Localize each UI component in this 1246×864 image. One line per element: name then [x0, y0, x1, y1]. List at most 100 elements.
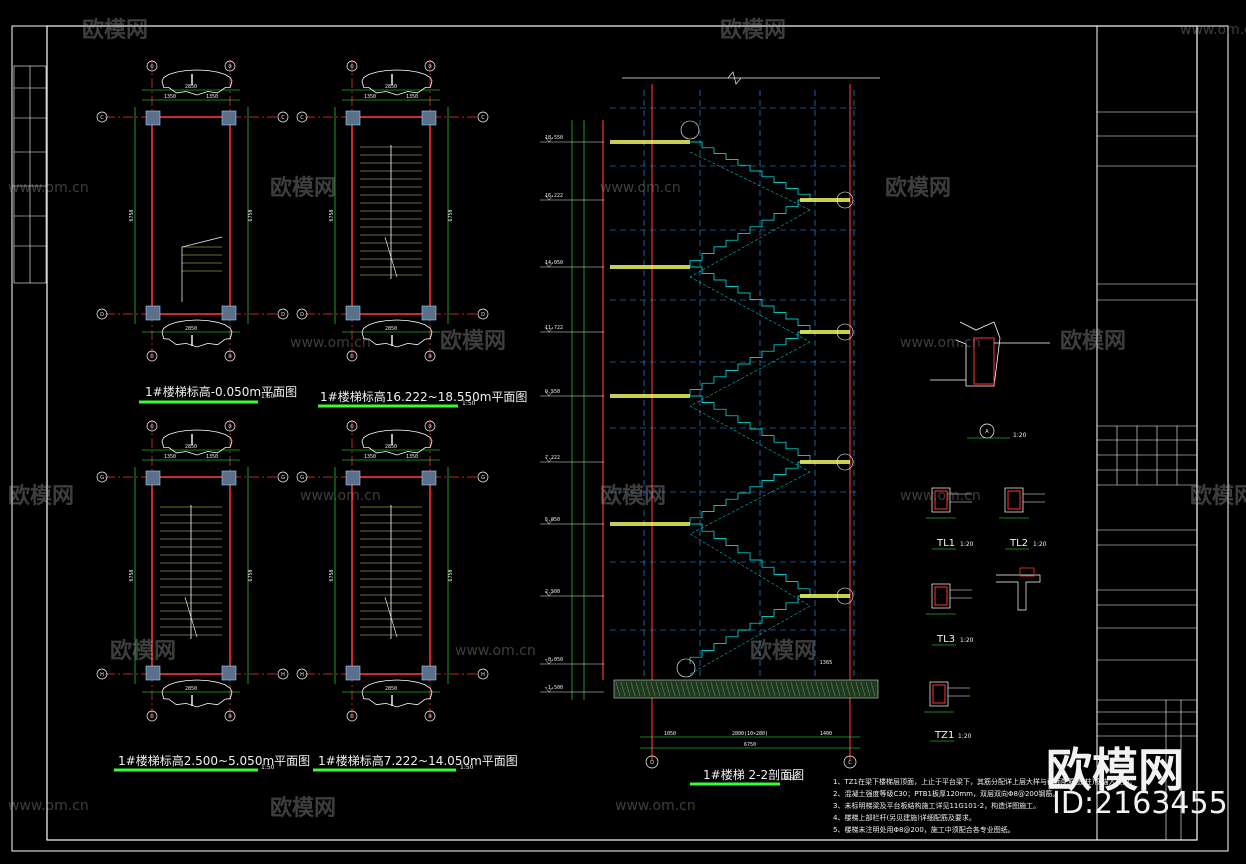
plan-4-scale: 1:50: [460, 764, 474, 771]
detail-scale: 1:20: [960, 541, 974, 548]
level-marker: [544, 658, 554, 665]
axis-bubble-label: H: [100, 672, 104, 678]
plan-1-title: 1#楼梯标高-0.050m平面图: [145, 384, 297, 399]
level-text: 9.550: [545, 389, 560, 395]
dimension-text: 2850: [185, 326, 197, 332]
plan-4-title: 1#楼梯标高7.222~14.050m平面图: [318, 753, 518, 768]
ground-fill: [613, 679, 879, 699]
axis-bubble: [224, 710, 236, 722]
stair-soffit: [689, 276, 811, 343]
ground-hatch: [770, 681, 776, 697]
ground-hatch: [675, 681, 681, 697]
dimension-text: 1350: [206, 94, 218, 100]
ground-hatch: [825, 681, 831, 697]
level-marker: [544, 590, 554, 597]
axis-bubble-label: G: [481, 475, 485, 481]
title-block: [1097, 111, 1197, 840]
step-detail-rebar: [1019, 567, 1035, 577]
axis-bubble: [424, 60, 436, 72]
ground-hatch: [670, 681, 676, 697]
dimension-text: 2850: [185, 686, 197, 692]
axis-bubble-label: H: [481, 672, 485, 678]
axis-bubble: [424, 420, 436, 432]
revision-cloud: [361, 679, 433, 708]
axis-bubble-label: D: [481, 312, 485, 318]
axis-bubble-label: G: [300, 475, 304, 481]
dimension-text: 6750: [329, 569, 335, 581]
dimension-text: 2850: [185, 444, 197, 450]
revision-cloud: [361, 429, 433, 456]
revision-cloud: [161, 69, 233, 96]
note-3: 3、未标明梯梁及平台板结构施工详见11G101-2，构造详图施工。: [833, 801, 1040, 810]
ground-hatch: [785, 681, 791, 697]
axis-bubble-label: D: [100, 312, 104, 318]
landing-slab: [800, 460, 850, 464]
beam-rebar: [934, 586, 948, 606]
drawing-border: [11, 25, 1229, 852]
axis-bubble-label: ③: [228, 64, 232, 70]
level-text: 7.222: [545, 455, 560, 461]
section-scale: 1:50: [784, 775, 798, 782]
stair-soffit: [689, 533, 811, 607]
stair-flight: [689, 331, 810, 396]
ground-hatch: [805, 681, 811, 697]
dimension-text: 2850: [385, 84, 397, 90]
structural-column: [145, 665, 161, 681]
ground-hatch: [815, 681, 821, 697]
level-text: 11.722: [545, 325, 563, 331]
dimension-text: 2850: [385, 326, 397, 332]
ground-hatch: [640, 681, 646, 697]
structural-column: [345, 470, 361, 486]
ground-hatch: [850, 681, 856, 697]
plan-2-scale: 1:50: [462, 400, 476, 407]
axis-bubble-label: ③: [428, 714, 432, 720]
beam-section: [931, 583, 951, 609]
level-text: 2.500: [545, 589, 560, 595]
structural-column: [421, 305, 437, 321]
ground-hatch: [860, 681, 866, 697]
structural-column: [145, 110, 161, 126]
landing-slab: [610, 394, 690, 398]
detail-a-rebar: [973, 337, 995, 385]
ground-hatch: [655, 681, 661, 697]
general-notes: 1、TZ1在梁下楼梯层顶面，上止于平台梁下，其筋分配详上层大样与截面配筋图(柱)…: [833, 777, 1136, 834]
axis-bubble-label: ③: [428, 354, 432, 360]
level-marker: [544, 456, 554, 463]
axis-bubble: [277, 308, 289, 320]
stair-soffit: [689, 209, 811, 278]
note-5: 5、楼梯未注明处用Φ8@200，施工中须配合各专业图纸。: [833, 825, 1015, 834]
beam-rebar: [932, 684, 946, 704]
axis-bubble: [296, 668, 308, 680]
ground-hatch: [835, 681, 841, 697]
dimension-text: 2850: [385, 444, 397, 450]
break-line: [184, 596, 198, 638]
detail-callout: [676, 658, 696, 678]
landing-slab: [610, 522, 690, 526]
axis-bubble: [146, 60, 158, 72]
dimension-text: 2850: [385, 686, 397, 692]
ground-hatch: [645, 681, 651, 697]
stair-flight: [689, 461, 810, 524]
ground-hatch: [845, 681, 851, 697]
ground-hatch: [695, 681, 701, 697]
plan-2-title: 1#楼梯标高16.222~18.550m平面图: [320, 389, 527, 404]
level-marker: [544, 326, 554, 333]
ground-hatch: [775, 681, 781, 697]
axis-bubble-label: H: [300, 672, 304, 678]
level-marker: [544, 518, 554, 525]
axis-bubble: [424, 350, 436, 362]
axis-bubble-label: ①: [350, 714, 355, 720]
ground-hatch: [735, 681, 741, 697]
stair-wall: [351, 116, 431, 315]
break-symbol: [727, 71, 742, 85]
landing-slab: [610, 265, 690, 269]
ground-hatch: [870, 681, 876, 697]
ground-hatch: [615, 681, 621, 697]
axis-bubble: [346, 420, 358, 432]
beam-rebar: [1007, 490, 1021, 510]
detail-a-label: A: [985, 429, 989, 435]
axis-bubble-label: ①: [150, 424, 155, 430]
ground-hatch: [780, 681, 786, 697]
